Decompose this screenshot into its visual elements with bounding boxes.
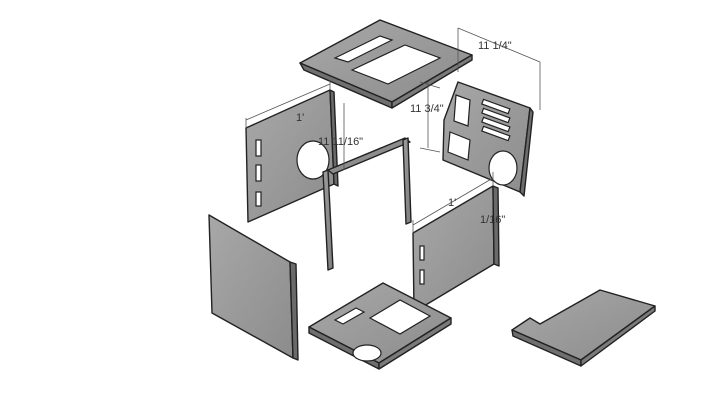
left-panel-slot [255, 139, 262, 157]
front-panel-slot [419, 245, 425, 261]
bottom-panel-opening [368, 299, 432, 335]
dim-back-height: 11 3/4" [410, 103, 444, 115]
back-panel-round-hole [488, 150, 518, 186]
back-panel-opening [453, 94, 471, 127]
left-front-panel [208, 214, 299, 361]
top-panel-slot [333, 35, 394, 63]
bottom-panel [308, 282, 452, 370]
back-panel-vent [481, 125, 511, 142]
left-panel-round-hole [296, 140, 330, 180]
left-panel-slot [255, 191, 262, 207]
dim-side-width: 1' [296, 112, 304, 124]
left-side-panel [245, 89, 339, 223]
back-panel-opening [447, 131, 471, 161]
back-panel-vent [481, 107, 511, 124]
dim-top-width: 11 1/4" [478, 40, 512, 52]
front-panel-slot [419, 269, 425, 285]
back-panel [442, 81, 534, 197]
dim-front-offset: 1/16" [480, 214, 505, 226]
back-panel-vent [481, 98, 511, 115]
left-panel-slot [255, 164, 262, 182]
dim-front-width: 1' [448, 197, 456, 209]
frame [322, 137, 412, 271]
bottom-panel-round-hole [352, 344, 382, 362]
top-panel [299, 19, 473, 109]
bottom-panel-slot [333, 307, 366, 325]
top-panel-opening [350, 44, 442, 85]
dimension-lines [245, 27, 541, 233]
dim-frame-height: 11 11/16" [318, 136, 363, 148]
tray-panel [511, 289, 656, 367]
back-panel-vent [481, 116, 511, 133]
front-side-panel [412, 185, 500, 313]
